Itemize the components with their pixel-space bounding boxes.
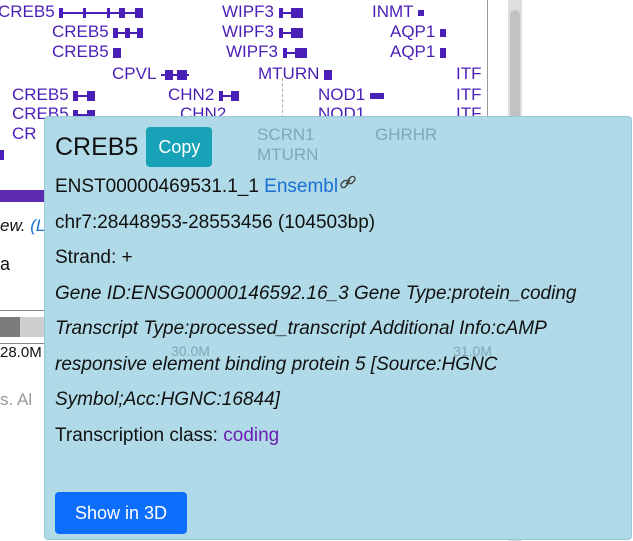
gene-info-popup: SCRN1 GHRHR MTURN 30.0M 31.0M CREB5 Copy…: [44, 116, 632, 540]
ghost-gene-label: GHRHR: [375, 125, 438, 144]
gene-name: CREB5: [52, 42, 109, 61]
gene-label[interactable]: CPVL: [112, 64, 189, 84]
gene-label[interactable]: CREB5: [0, 2, 144, 22]
ideogram-band: [20, 317, 44, 337]
gene-name: CREB5: [0, 2, 55, 21]
popup-header: CREB5 Copy: [55, 127, 621, 167]
gene-name: ITF: [456, 64, 482, 83]
location-row: chr7:28448953-28553456 (104503bp): [55, 211, 376, 233]
gene-glyph-icon: [282, 46, 307, 60]
selection-bar: [0, 190, 44, 202]
gene-glyph-icon: [278, 6, 303, 20]
ensembl-link[interactable]: Ensembl: [264, 176, 339, 197]
gene-name: INMT: [372, 2, 414, 21]
gene-name: AQP1: [390, 22, 436, 41]
gene-label[interactable]: AQP1: [390, 22, 447, 42]
gene-label[interactable]: CHN2: [168, 85, 240, 105]
left-grey-text: s. Al: [0, 390, 33, 409]
ghost-position-label: 31.0M: [453, 343, 492, 359]
gene-name: AQP1: [390, 42, 436, 61]
gene-glyph-icon: [113, 46, 122, 60]
transcription-class-row: Transcription class: coding: [55, 418, 621, 454]
gene-label[interactable]: CREB5: [52, 22, 144, 42]
left-note-link[interactable]: (L: [30, 216, 46, 235]
gene-name: NOD1: [318, 85, 366, 104]
left-note: ew. (L: [0, 216, 45, 236]
gene-label[interactable]: AQP1: [390, 42, 447, 62]
gene-name: WIPF3: [226, 42, 278, 61]
position-tick-label: 28.0M: [0, 344, 42, 361]
gene-name: WIPF3: [222, 2, 274, 21]
dashed-guide: [282, 78, 283, 118]
gene-label[interactable]: WIPF3: [226, 42, 307, 62]
ghost-position-label: 30.0M: [171, 343, 210, 359]
gene-glyph-icon: [160, 68, 189, 82]
gene-label[interactable]: MTURN: [258, 64, 333, 84]
copy-button[interactable]: Copy: [146, 127, 213, 167]
gene-name: CREB5: [12, 85, 69, 104]
ideogram-band: [0, 317, 20, 337]
transcription-class-label: Transcription class:: [55, 424, 218, 446]
show-in-3d-button[interactable]: Show in 3D: [55, 492, 187, 534]
left-letter: a: [0, 254, 11, 274]
gene-description: Gene ID:ENSG00000146592.16_3 Gene Type:p…: [55, 282, 577, 411]
transcription-class-value: coding: [223, 424, 280, 446]
gene-name: WIPF3: [222, 22, 274, 41]
region-divider: [487, 0, 488, 116]
transcript-row: ENST00000469531.1_1 Ensembl: [55, 169, 621, 205]
gene-label[interactable]: INMT: [372, 2, 424, 22]
gene-glyph-icon: [440, 26, 447, 40]
popup-gene-name: CREB5: [55, 132, 139, 161]
gene-name: CHN2: [168, 85, 215, 104]
gene-name: CREB5: [52, 22, 109, 41]
gene-label[interactable]: ITF: [456, 64, 482, 84]
gene-name: CR: [12, 124, 37, 143]
link-icon[interactable]: [338, 169, 358, 205]
scrollbar-thumb[interactable]: [510, 10, 520, 120]
chromosome-ideogram[interactable]: [0, 310, 45, 344]
gene-label[interactable]: NOD1: [318, 85, 384, 105]
gene-glyph-icon: [59, 6, 144, 20]
gene-glyph-icon: [324, 68, 333, 82]
left-note-text: ew.: [0, 216, 26, 235]
gene-name: ITF: [456, 85, 482, 104]
gene-glyph-icon: [440, 46, 447, 60]
ghost-gene-label: SCRN1: [257, 125, 315, 144]
transcript-id: ENST00000469531.1_1: [55, 176, 259, 197]
gene-name: CPVL: [112, 64, 156, 83]
gene-label[interactable]: CREB5: [12, 85, 96, 105]
gene-glyph-icon: [113, 26, 144, 40]
gene-fragment: [0, 150, 4, 160]
gene-label[interactable]: CR: [12, 124, 37, 144]
gene-glyph-icon: [369, 89, 384, 103]
gene-label[interactable]: WIPF3: [222, 22, 303, 42]
gene-glyph-icon: [219, 89, 240, 103]
gene-label[interactable]: ITF: [456, 85, 482, 105]
gene-name: MTURN: [258, 64, 320, 83]
strand-row: Strand: +: [55, 247, 133, 269]
ghost-gene-label: MTURN: [257, 145, 319, 164]
gene-glyph-icon: [278, 26, 303, 40]
gene-glyph-icon: [73, 108, 96, 122]
gene-glyph-icon: [73, 89, 96, 103]
gene-glyph-icon: [417, 6, 424, 20]
gene-label[interactable]: CREB5: [52, 42, 122, 62]
gene-label[interactable]: WIPF3: [222, 2, 303, 22]
